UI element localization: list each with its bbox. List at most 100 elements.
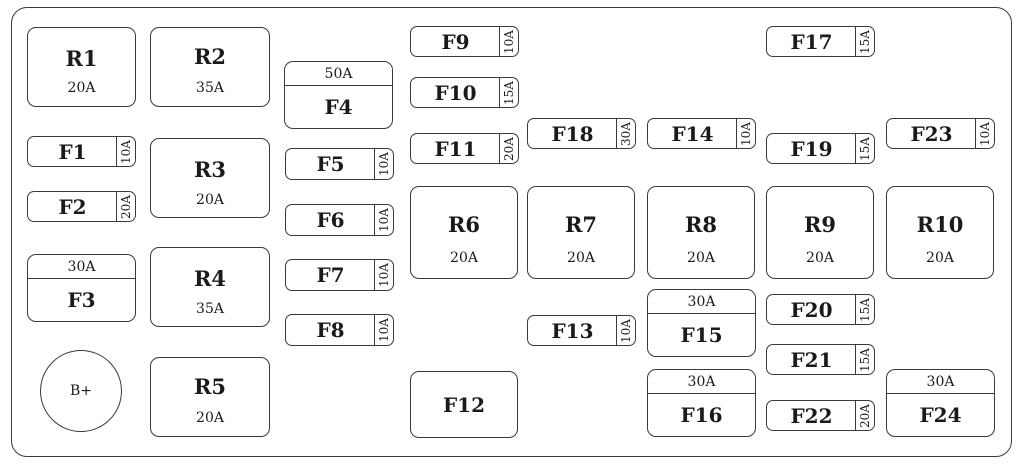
relay-r5: R5 20A: [150, 357, 270, 437]
fuse-f10-rating: 15A: [499, 78, 518, 107]
relay-r1-label: R1: [65, 46, 98, 71]
fuse-f20: F20 15A: [766, 294, 875, 325]
relay-r3-rating: 20A: [196, 192, 224, 208]
fuse-f18-label: F18: [551, 121, 594, 146]
relay-r6-rating: 20A: [450, 250, 478, 266]
fuse-f16-label: F16: [680, 402, 723, 427]
fuse-f6-label: F6: [316, 208, 345, 232]
fuse-f17: F17 15A: [766, 26, 875, 57]
fuse-f17-rating: 15A: [855, 27, 874, 56]
relay-r1: R1 20A: [27, 27, 136, 107]
fuse-f15: 30A F15: [647, 289, 756, 357]
relay-r3: R3 20A: [150, 138, 270, 218]
fuse-f10: F10 15A: [410, 77, 519, 108]
fuse-f13-label: F13: [551, 318, 594, 343]
fuse-f23: F23 10A: [886, 118, 995, 149]
fuse-f19: F19 15A: [766, 133, 875, 164]
fuse-f1-label: F1: [58, 139, 87, 164]
relay-r3-label: R3: [193, 157, 227, 182]
relay-r9: R9 20A: [766, 186, 874, 279]
relay-r4: R4 35A: [150, 247, 270, 327]
relay-r4-label: R4: [193, 266, 227, 291]
fuse-f14-label: F14: [671, 121, 714, 146]
fuse-f23-label: F23: [910, 121, 953, 146]
relay-r7-label: R7: [564, 212, 598, 237]
fuse-f11-label: F11: [434, 136, 477, 161]
relay-r2-label: R2: [193, 44, 227, 69]
fuse-f6-rating: 10A: [374, 205, 393, 235]
fuse-f21: F21 15A: [766, 344, 875, 375]
fuse-f22: F22 20A: [766, 400, 875, 431]
relay-r4-rating: 35A: [196, 301, 224, 317]
relay-r2: R2 35A: [150, 27, 270, 107]
fuse-f1-rating: 10A: [116, 137, 135, 166]
fuse-f12-label: F12: [442, 392, 486, 417]
fuse-f17-label: F17: [790, 29, 833, 54]
fuse-f15-rating: 30A: [648, 290, 755, 314]
fuse-f5: F5 10A: [285, 148, 394, 180]
fuse-f5-label: F5: [316, 152, 345, 176]
relay-r6-label: R6: [447, 212, 481, 237]
fuse-f3: 30A F3: [27, 254, 136, 322]
fuse-f9-rating: 10A: [499, 27, 518, 56]
fuse-f19-label: F19: [790, 136, 833, 161]
fuse-f16: 30A F16: [647, 369, 756, 437]
relay-r9-rating: 20A: [806, 250, 834, 266]
fuse-f16-rating: 30A: [648, 370, 755, 394]
relay-r10-label: R10: [916, 212, 964, 237]
battery-positive-terminal: B+: [40, 350, 122, 432]
relay-r7-rating: 20A: [567, 250, 595, 266]
fuse-f14: F14 10A: [647, 118, 756, 149]
fuse-f19-rating: 15A: [855, 134, 874, 163]
relay-r1-rating: 20A: [67, 80, 96, 96]
fuse-f4: 50A F4: [284, 61, 393, 129]
relay-r7: R7 20A: [527, 186, 635, 279]
fuse-f10-label: F10: [434, 80, 477, 105]
fuse-f24-rating: 30A: [887, 370, 994, 394]
battery-positive-label: B+: [69, 383, 93, 399]
fuse-f5-rating: 10A: [374, 149, 393, 179]
fuse-f20-rating: 15A: [855, 295, 874, 324]
fuse-f11-rating: 20A: [499, 134, 518, 163]
fuse-f11: F11 20A: [410, 133, 519, 164]
relay-r8-rating: 20A: [687, 250, 715, 266]
fuse-f21-rating: 15A: [855, 345, 874, 374]
fuse-f12: F12: [410, 371, 518, 438]
fuse-f14-rating: 10A: [736, 119, 755, 148]
fuse-f7-rating: 10A: [374, 260, 393, 290]
relay-r6: R6 20A: [410, 186, 518, 279]
fuse-f2: F2 20A: [27, 191, 136, 222]
fuse-f22-label: F22: [790, 403, 833, 428]
fuse-f2-rating: 20A: [116, 192, 135, 221]
fuse-f24: 30A F24: [886, 369, 995, 437]
fuse-f7-label: F7: [316, 263, 345, 287]
fuse-f18: F18 30A: [527, 118, 636, 149]
fuse-f24-label: F24: [919, 402, 962, 427]
relay-r8: R8 20A: [647, 186, 755, 279]
fuse-f23-rating: 10A: [975, 119, 994, 148]
fuse-f2-label: F2: [58, 194, 87, 219]
relay-r9-label: R9: [803, 212, 837, 237]
relay-r5-label: R5: [193, 374, 227, 399]
fuse-f13: F13 10A: [527, 315, 636, 346]
fuse-box-outline: [11, 7, 1012, 457]
fuse-f13-rating: 10A: [616, 316, 635, 345]
fuse-f3-rating: 30A: [28, 255, 135, 279]
fuse-f9-label: F9: [441, 29, 470, 54]
fuse-f15-label: F15: [680, 322, 723, 347]
fuse-f8-rating: 10A: [374, 315, 393, 345]
fuse-f4-rating: 50A: [285, 62, 392, 86]
fuse-f7: F7 10A: [285, 259, 394, 291]
fuse-f3-label: F3: [67, 287, 96, 312]
fuse-f4-label: F4: [324, 94, 353, 119]
relay-r2-rating: 35A: [196, 80, 224, 96]
fuse-f20-label: F20: [790, 297, 833, 322]
fuse-f18-rating: 30A: [616, 119, 635, 148]
relay-r10-rating: 20A: [926, 250, 954, 266]
fuse-f6: F6 10A: [285, 204, 394, 236]
relay-r10: R10 20A: [886, 186, 994, 279]
fuse-f8-label: F8: [316, 318, 345, 342]
fuse-f1: F1 10A: [27, 136, 136, 167]
relay-r5-rating: 20A: [196, 410, 224, 426]
fuse-f9: F9 10A: [410, 26, 519, 57]
